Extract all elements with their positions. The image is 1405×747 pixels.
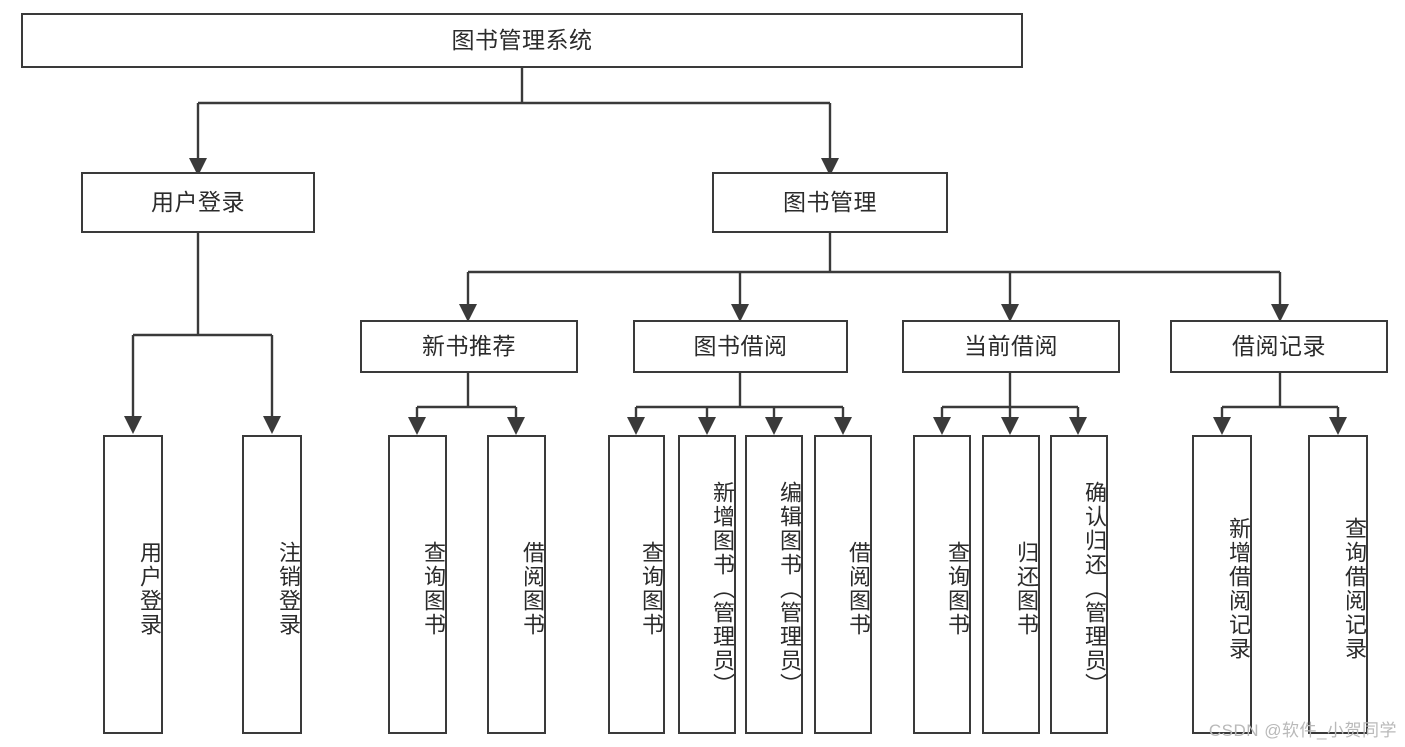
node-label: 确认归还（管理员） bbox=[1082, 480, 1107, 697]
node-current-borrowing[interactable]: 当前借阅 bbox=[902, 320, 1120, 373]
node-label: 新增图书（管理员） bbox=[710, 480, 735, 697]
leaf-user-login[interactable]: 用户登录 bbox=[103, 435, 163, 734]
node-label: 查询图书 bbox=[639, 540, 664, 637]
node-label: 借阅图书 bbox=[846, 540, 871, 637]
csdn-watermark: CSDN @软件_小贺同学 bbox=[1208, 721, 1397, 740]
node-label: 查询借阅记录 bbox=[1342, 516, 1367, 661]
leaf-edit-book-admin[interactable]: 编辑图书（管理员） bbox=[745, 435, 803, 734]
node-new-book-recommendation[interactable]: 新书推荐 bbox=[360, 320, 578, 373]
leaf-return-book[interactable]: 归还图书 bbox=[982, 435, 1040, 734]
leaf-confirm-return-admin[interactable]: 确认归还（管理员） bbox=[1050, 435, 1108, 734]
node-label: 图书管理 bbox=[783, 188, 877, 215]
node-label: 新增借阅记录 bbox=[1226, 516, 1251, 661]
node-label: 图书借阅 bbox=[693, 332, 788, 359]
node-label: 图书管理系统 bbox=[451, 26, 593, 53]
leaf-borrow-book-recommend[interactable]: 借阅图书 bbox=[487, 435, 546, 734]
node-borrow-record[interactable]: 借阅记录 bbox=[1170, 320, 1388, 373]
leaf-query-book-recommend[interactable]: 查询图书 bbox=[388, 435, 447, 734]
leaf-query-book-current[interactable]: 查询图书 bbox=[913, 435, 971, 734]
node-label: 借阅图书 bbox=[520, 540, 545, 637]
node-book-management[interactable]: 图书管理 bbox=[712, 172, 948, 233]
node-label: 新书推荐 bbox=[422, 332, 516, 359]
node-label: 用户登录 bbox=[137, 540, 162, 637]
node-book-borrowing[interactable]: 图书借阅 bbox=[633, 320, 848, 373]
leaf-borrow-book[interactable]: 借阅图书 bbox=[814, 435, 872, 734]
node-label: 查询图书 bbox=[945, 540, 970, 637]
leaf-logout[interactable]: 注销登录 bbox=[242, 435, 302, 734]
leaf-query-borrow-record[interactable]: 查询借阅记录 bbox=[1308, 435, 1368, 734]
node-label: 查询图书 bbox=[421, 540, 446, 637]
node-label: 当前借阅 bbox=[964, 332, 1058, 359]
leaf-add-borrow-record[interactable]: 新增借阅记录 bbox=[1192, 435, 1252, 734]
node-label: 借阅记录 bbox=[1232, 332, 1326, 359]
node-label: 注销登录 bbox=[276, 540, 301, 637]
node-user-login[interactable]: 用户登录 bbox=[81, 172, 315, 233]
leaf-add-book-admin[interactable]: 新增图书（管理员） bbox=[678, 435, 736, 734]
node-label: 编辑图书（管理员） bbox=[777, 480, 802, 697]
node-label: 用户登录 bbox=[151, 188, 245, 215]
node-label: 归还图书 bbox=[1014, 540, 1039, 637]
node-root-library-system[interactable]: 图书管理系统 bbox=[21, 13, 1023, 68]
leaf-query-book-borrow[interactable]: 查询图书 bbox=[608, 435, 665, 734]
